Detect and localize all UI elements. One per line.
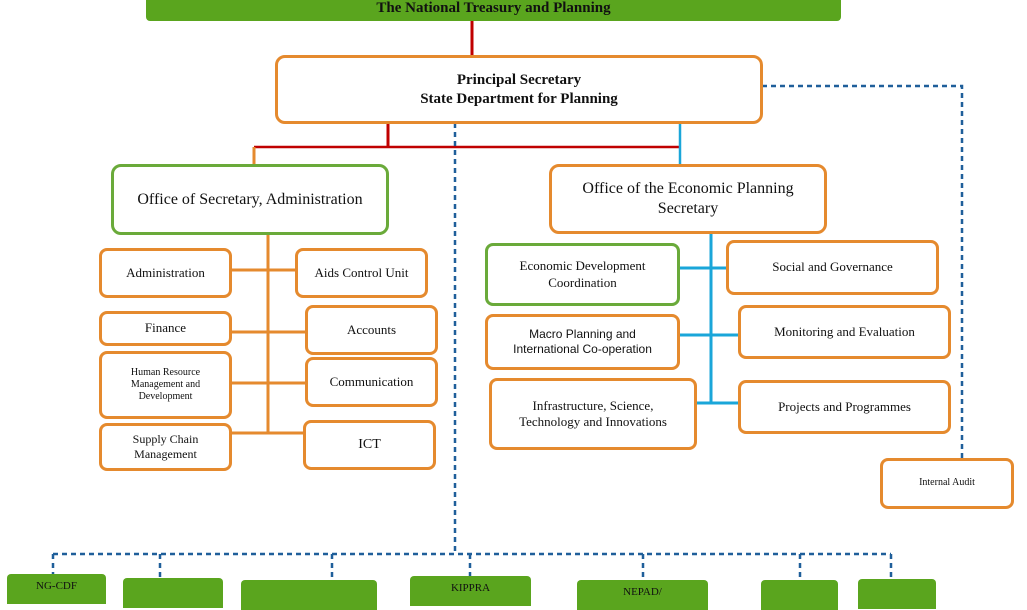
supply-chain-box: Supply Chain Management [99,423,232,471]
finance-label: Finance [144,320,187,336]
finance-box: Finance [99,311,232,346]
principal-secretary-box: Principal Secretary State Department for… [275,55,763,124]
agency-box-7 [858,579,936,609]
human-resource-line1: Human Resource [130,367,201,378]
economic-development-box: Economic Development Coordination [485,243,680,306]
economic-development-line1: Economic Development [519,258,646,274]
ict-box: ICT [303,420,436,470]
social-governance-box: Social and Governance [726,240,939,295]
internal-audit-label: Internal Audit [919,477,975,489]
admin-office-box: Office of Secretary, Administration [111,164,389,235]
agency-box-3 [241,580,377,610]
agency-label-ng-cdf: NG-CDF [36,580,77,592]
accounts-box: Accounts [305,305,438,355]
human-resource-box: Human Resource Management and Developmen… [99,351,232,419]
human-resource-line2: Management and [130,379,201,390]
infrastructure-box: Infrastructure, Science, Technology and … [489,378,697,450]
accounts-label: Accounts [346,321,397,337]
admin-office-title: Office of Secretary, Administration [137,190,363,208]
communication-label: Communication [329,373,414,389]
treasury-banner: The National Treasury and Planning [146,0,841,21]
supply-chain-line2: Management [134,447,197,461]
treasury-banner-title: The National Treasury and Planning [376,0,611,16]
monitoring-evaluation-label: Monitoring and Evaluation [774,323,915,339]
administration-label: Administration [126,264,205,280]
econ-office-box: Office of the Economic Planning Secretar… [549,164,827,234]
ps-department: State Department for Planning [420,90,618,107]
econ-office-title-line1: Office of the Economic Planning [582,180,794,197]
internal-audit-box: Internal Audit [880,458,1014,509]
monitoring-evaluation-box: Monitoring and Evaluation [738,305,951,359]
projects-programmes-box: Projects and Programmes [738,380,951,434]
human-resource-line3: Development [138,391,193,402]
ps-title: Principal Secretary [456,71,582,88]
economic-development-line2: Coordination [548,274,617,290]
ict-label: ICT [358,437,381,453]
macro-planning-box: Macro Planning and International Co-oper… [485,314,680,370]
agency-box-kippra: KIPPRA [410,576,531,606]
communication-box: Communication [305,357,438,407]
infrastructure-line1: Infrastructure, Science, [532,397,654,413]
social-governance-label: Social and Governance [772,259,893,275]
supply-chain-line1: Supply Chain [132,432,199,446]
econ-office-title-line2: Secretary [657,200,719,217]
macro-planning-line1: Macro Planning and [529,327,636,341]
aids-control-unit-box: Aids Control Unit [295,248,428,298]
projects-programmes-label: Projects and Programmes [778,398,911,414]
aids-control-unit-label: Aids Control Unit [314,264,409,280]
agency-box-nepad: NEPAD/ [577,580,708,610]
agency-label-kippra: KIPPRA [450,582,491,594]
agency-box-6 [761,580,838,610]
macro-planning-line2: International Co-operation [513,342,652,356]
infrastructure-line2: Technology and Innovations [519,414,667,429]
administration-box: Administration [99,248,232,298]
agency-box-2 [123,578,223,608]
agency-box-ng-cdf: NG-CDF [7,574,106,604]
agency-label-nepad: NEPAD/ [623,586,662,598]
